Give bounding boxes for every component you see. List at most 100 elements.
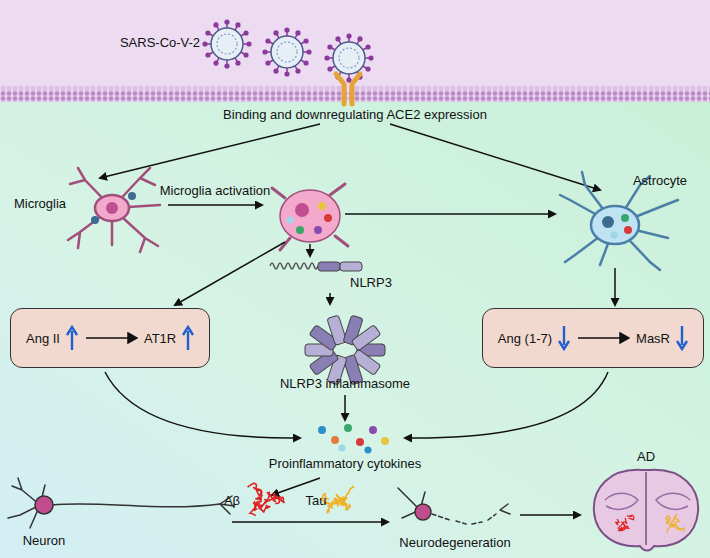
virus-spike <box>324 55 329 60</box>
virus-spike <box>365 66 370 71</box>
arrow <box>576 332 630 344</box>
stroke <box>627 515 634 519</box>
arrow-stroke <box>677 326 687 349</box>
virus-spike <box>273 68 278 73</box>
virus-spike <box>284 71 289 76</box>
brain-tau <box>666 514 684 533</box>
arrow <box>84 332 138 344</box>
ace2-receptor <box>336 74 360 104</box>
arrow-stroke <box>67 327 77 350</box>
pathway-box: Ang II AT1R <box>10 308 210 368</box>
node-text: AT1R <box>144 331 176 346</box>
virus-spike <box>224 19 229 24</box>
virus-body <box>271 36 303 68</box>
cytokine-dots <box>318 424 389 454</box>
virus-spike <box>243 52 248 57</box>
arrow <box>100 124 320 178</box>
arrow-stroke <box>559 326 569 349</box>
stroke <box>622 525 629 530</box>
stroke <box>341 498 348 506</box>
label: Binding and downregulating ACE2 expressi… <box>223 108 487 123</box>
up-arrow <box>66 325 78 351</box>
arrow-stroke <box>578 333 629 343</box>
cell-membrane <box>0 86 710 102</box>
virus-spike <box>306 49 311 54</box>
arrow-stroke <box>86 333 137 343</box>
arrow <box>345 213 555 215</box>
arrow <box>175 242 285 305</box>
virus-spike <box>202 41 207 46</box>
stroke <box>677 527 685 532</box>
arrow <box>232 521 388 523</box>
arrow-stroke <box>183 327 193 350</box>
nlrp3-inflammasome <box>305 315 385 385</box>
virus-rna <box>277 42 297 62</box>
up-arrow <box>182 325 194 351</box>
label: Neurodegeneration <box>399 536 510 551</box>
arrow <box>168 204 262 206</box>
virus-body <box>211 28 243 60</box>
virus-spike <box>235 60 240 65</box>
label: AD <box>637 450 655 465</box>
stroke <box>259 505 270 512</box>
node-text: Ang II <box>26 331 60 346</box>
node-text: MasR <box>636 331 670 346</box>
arrow <box>405 372 608 438</box>
stroke <box>674 514 680 524</box>
virus-spike <box>243 30 248 35</box>
activated-microglia <box>272 184 348 250</box>
label: Microglia <box>14 197 66 212</box>
neuron <box>8 478 234 528</box>
arrow <box>272 478 320 495</box>
virus-spike <box>303 38 308 43</box>
node-text: Ang (1-7) <box>498 331 552 346</box>
arrow <box>390 124 600 190</box>
virus-spike <box>368 55 373 60</box>
virus-spike <box>213 60 218 65</box>
down-arrow <box>676 325 688 351</box>
pathway-box: Ang (1-7) MasR <box>482 308 704 368</box>
label: Microglia activation <box>160 184 271 199</box>
virus-spike <box>357 36 362 41</box>
virus-rna <box>217 34 237 54</box>
stroke <box>666 515 670 522</box>
stroke <box>269 494 280 503</box>
virus-spike <box>335 36 340 41</box>
arrow <box>329 293 331 304</box>
arrow <box>309 244 311 256</box>
label: NLRP3 <box>350 276 392 291</box>
virus-rna <box>339 48 359 68</box>
virus-spike <box>265 60 270 65</box>
stroke <box>666 518 673 527</box>
virus-spike <box>213 22 218 27</box>
virus-spike <box>205 30 210 35</box>
virus-spike <box>235 22 240 27</box>
virus-spike <box>365 44 370 49</box>
virus-spike <box>295 30 300 35</box>
inflammasome-subunit <box>351 325 381 351</box>
stroke <box>340 498 347 505</box>
label: Neuron <box>23 534 66 549</box>
label: Aβ <box>224 494 240 509</box>
virus-spike <box>265 38 270 43</box>
stroke <box>248 483 262 496</box>
virus-spike <box>284 27 289 32</box>
virus-spike <box>262 49 267 54</box>
label: SARS-Co-V-2 <box>120 36 200 51</box>
virus-spike <box>327 66 332 71</box>
degenerating-neuron <box>398 488 510 524</box>
label: Proinflammatory cytokines <box>269 457 421 472</box>
virus-spike <box>295 68 300 73</box>
virus-body <box>333 42 365 74</box>
stroke <box>343 487 353 499</box>
virus-spike <box>327 44 332 49</box>
arrow <box>614 268 616 305</box>
label: Tau <box>306 494 327 509</box>
arrow <box>105 372 300 438</box>
nlrp3-protein <box>270 262 362 271</box>
ad-brain <box>594 470 698 551</box>
stroke <box>615 520 619 525</box>
stroke <box>667 521 674 533</box>
brain-abeta <box>615 515 634 530</box>
label: Astrocyte <box>633 174 687 189</box>
